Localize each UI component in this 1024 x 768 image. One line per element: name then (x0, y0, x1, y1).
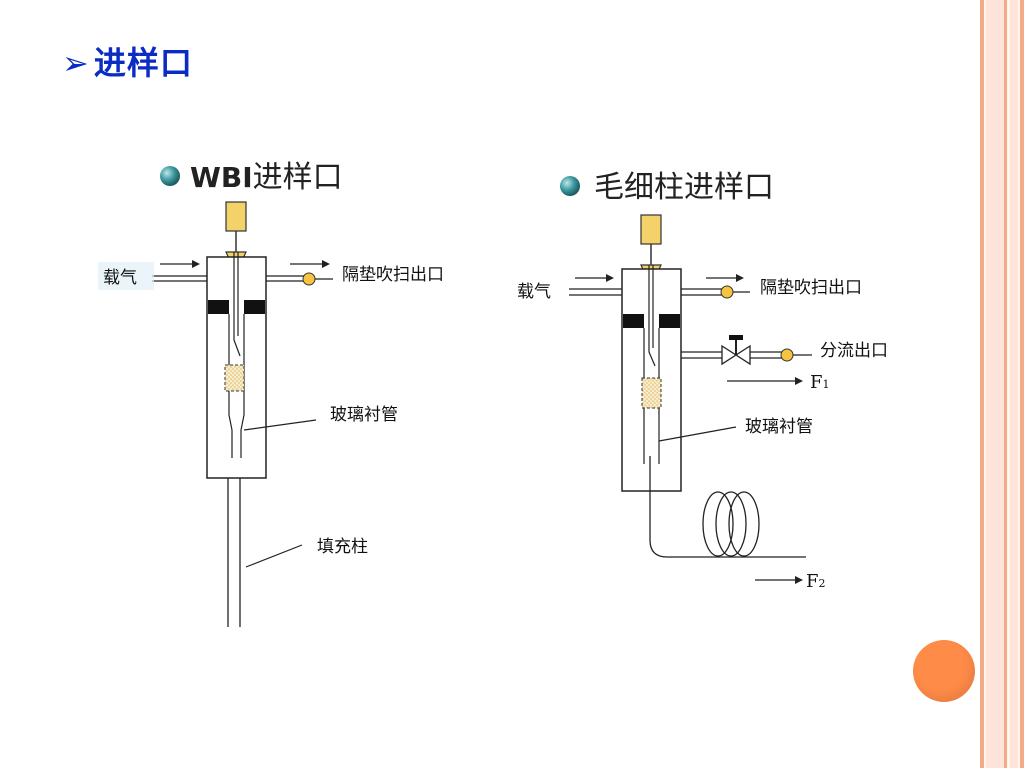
wbi-diagram: WBI进样口 载气 隔垫吹扫出口 (98, 160, 444, 627)
wbi-heading: WBI进样口 (190, 160, 343, 195)
wbi-seal-right (244, 300, 265, 314)
slide-title: ➢进样口 (62, 38, 193, 84)
wbi-seal-left (208, 300, 229, 314)
capillary-carrier-gas-label: 载气 (517, 282, 551, 302)
f2-label: F2 (806, 571, 826, 592)
capillary-syringe (640, 214, 662, 245)
slide-title-text: 进样口 (93, 44, 193, 82)
capillary-heading: 毛细柱进样口 (594, 170, 774, 205)
wbi-heading-bold: WBI (190, 161, 253, 194)
capillary-bullet-ball-icon (560, 176, 580, 196)
capillary-glass-liner-label: 玻璃衬管 (745, 417, 813, 437)
wbi-septum-purge-dot (302, 272, 316, 286)
capillary-diagram: 毛细柱进样口 载气 隔垫吹扫出口 (517, 170, 888, 592)
capillary-seal-right (659, 314, 680, 328)
wbi-heading-rest: 进样口 (253, 160, 343, 195)
capillary-septum-purge-label: 隔垫吹扫出口 (760, 278, 862, 298)
capillary-septum-purge-dot (720, 285, 734, 299)
right-border-decoration (980, 0, 1024, 768)
wbi-syringe (225, 201, 247, 232)
split-outlet-dot (780, 348, 794, 362)
wbi-bullet-ball-icon (160, 166, 180, 186)
wbi-septum-purge-label: 隔垫吹扫出口 (342, 265, 444, 285)
wbi-packing (224, 364, 245, 392)
decorative-orange-circle (913, 640, 975, 702)
title-bullet-icon: ➢ (62, 44, 90, 82)
wbi-carrier-gas-label: 载气 (103, 268, 137, 288)
wbi-glass-liner-label: 玻璃衬管 (330, 405, 398, 425)
capillary-column-coil (702, 491, 760, 557)
wbi-packed-column-label: 填充柱 (317, 537, 368, 557)
capillary-split-outlet-label: 分流出口 (820, 341, 888, 361)
capillary-seal-left (623, 314, 644, 328)
split-valve-icon (721, 335, 751, 366)
capillary-packing (641, 377, 662, 409)
f1-label: F1 (810, 372, 830, 393)
inlet-diagrams: WBI进样口 载气 隔垫吹扫出口 (98, 160, 888, 627)
